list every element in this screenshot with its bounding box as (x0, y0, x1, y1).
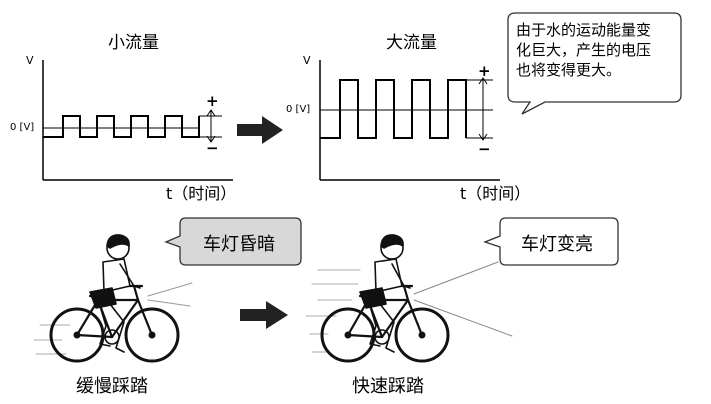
right-y-axis-label: V (303, 54, 311, 67)
right-cyclist-illustration (305, 234, 513, 363)
left-speech-bubble (164, 217, 302, 266)
left-rider-shirt (102, 258, 131, 293)
left-cyclist-illustration (33, 234, 193, 363)
right-rear-wheel (320, 307, 376, 363)
right-plus-sign: + (478, 62, 491, 80)
left-amplitude-arrow-down (206, 135, 216, 143)
left-x-axis-label: t（时间） (166, 184, 237, 203)
right-front-wheel (394, 307, 450, 363)
left-square-wave (43, 115, 200, 138)
note-bubble-text: 由于水的运动能量变 化巨大，产生的电压 也将变得更大。 (516, 20, 651, 80)
left-chart (42, 60, 233, 181)
right-x-axis-label: t（时间） (460, 184, 531, 203)
right-caption: 快速踩踏 (352, 376, 424, 397)
right-chart (319, 60, 500, 181)
left-amplitude-arrow-up (206, 109, 216, 117)
right-rider-arm (391, 263, 411, 289)
right-speech-text: 车灯变亮 (521, 234, 593, 255)
right-motion-lines (305, 269, 361, 353)
left-caption: 缓慢踩踏 (76, 376, 148, 397)
left-rider-arm (119, 263, 141, 289)
right-rider (359, 234, 411, 353)
note-line-1: 由于水的运动能量变 (516, 21, 652, 39)
right-rider-shirt (374, 258, 403, 293)
left-rider-shorts (89, 287, 117, 309)
right-chart-title: 大流量 (386, 33, 437, 53)
left-speech-text: 车灯昏暗 (203, 234, 275, 255)
right-chainring (374, 329, 390, 345)
right-amplitude-arrow-up (478, 77, 488, 85)
right-light-beam (413, 261, 513, 337)
left-minus-sign: − (206, 139, 219, 157)
right-rider-shorts (359, 287, 387, 309)
top-right-arrow-icon (237, 116, 283, 144)
left-chart-title: 小流量 (108, 33, 159, 53)
left-y-axis-label: V (26, 54, 34, 67)
right-rider-leg-front (379, 303, 395, 353)
right-zero-label: 0 [V] (286, 104, 311, 115)
note-bubble (507, 12, 682, 115)
left-light-beam (147, 282, 193, 307)
left-chainring (104, 329, 120, 345)
note-line-3: 也将变得更大。 (516, 61, 622, 79)
bottom-right-arrow-icon (240, 301, 288, 329)
right-minus-sign: − (478, 140, 491, 158)
right-square-wave (320, 79, 467, 139)
left-rider-hair (106, 234, 130, 249)
left-rider (89, 234, 141, 353)
left-front-wheel (124, 307, 180, 363)
left-plus-sign: + (206, 92, 219, 110)
right-speech-bubble (483, 217, 619, 266)
note-line-2: 化巨大，产生的电压 (516, 41, 652, 59)
left-zero-label: 0 [V] (10, 122, 35, 133)
right-rider-leg-back (369, 305, 381, 347)
right-rider-hair (380, 234, 404, 249)
right-amplitude-arrow-down (478, 133, 488, 141)
left-rider-leg-back (99, 305, 111, 347)
left-rider-leg-front (109, 303, 125, 353)
